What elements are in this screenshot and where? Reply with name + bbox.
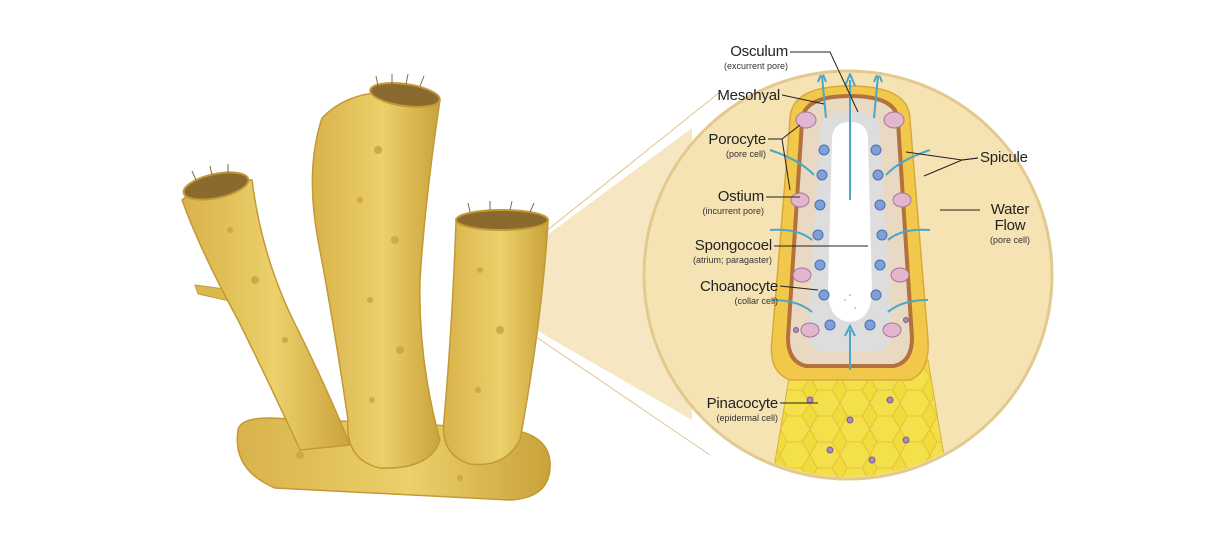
choanocyte-name: Choanocyte <box>699 278 778 295</box>
porocyte-sub: (pore cell) <box>725 149 766 159</box>
choanocytes <box>812 144 888 331</box>
label-water-flow: Water Flow (pore cell) <box>978 202 1042 245</box>
ostium-name: Ostium <box>717 188 765 205</box>
label-porocyte: Porocyte (pore cell) <box>680 132 766 159</box>
magnified-section <box>769 73 949 477</box>
label-choanocyte: Choanocyte (collar cell) <box>660 279 778 306</box>
osculum-bristles <box>191 73 535 213</box>
osculum-sub: (excurrent pore) <box>723 61 788 71</box>
spongocoel-sub: (atrium; paragaster) <box>692 255 772 265</box>
choanocyte-sub: (collar cell) <box>734 296 778 306</box>
label-osculum: Osculum (excurrent pore) <box>700 44 788 71</box>
spongocoel-cavity <box>828 122 872 322</box>
pinacocyte-name: Pinacocyte <box>706 395 779 412</box>
water-flow-name-line2: Flow <box>994 217 1026 234</box>
osculum-name: Osculum <box>730 43 788 60</box>
water-flow-arrows <box>769 73 931 370</box>
pinacocyte-nuclei <box>793 317 910 464</box>
water-flow-name-line1: Water <box>990 201 1030 218</box>
sponge-left-tube <box>181 178 352 451</box>
left-tube-opening <box>182 171 250 201</box>
middle-tube-opening <box>369 82 441 108</box>
water-flow-sub: (pore cell) <box>989 235 1030 245</box>
leader-lines <box>766 51 980 404</box>
pinacocyte-sub: (epidermal cell) <box>716 413 778 423</box>
ostium-sub: (incurrent pore) <box>702 206 764 216</box>
porocyte-name: Porocyte <box>708 131 766 148</box>
sponge-right-tube <box>442 214 549 466</box>
sponge-middle-tube <box>311 91 441 469</box>
sponge-pores <box>227 146 523 481</box>
label-spongocoel: Spongocoel (atrium; paragaster) <box>652 238 772 265</box>
spicule-name: Spicule <box>980 149 1028 166</box>
zoom-cone <box>470 128 692 420</box>
label-pinacocyte: Pinacocyte (epidermal cell) <box>668 395 779 423</box>
label-spicule: Spicule <box>980 150 1060 165</box>
porocytes <box>790 111 912 338</box>
sponge-illustration <box>181 73 551 501</box>
label-ostium: Ostium (incurrent pore) <box>670 189 764 216</box>
spongocoel-speckles <box>844 294 856 309</box>
spongocoel-name: Spongocoel <box>694 237 772 254</box>
right-tube-opening <box>455 209 549 231</box>
mesohyal-name: Mesohyal <box>717 87 780 104</box>
label-mesohyal: Mesohyal <box>690 88 780 103</box>
